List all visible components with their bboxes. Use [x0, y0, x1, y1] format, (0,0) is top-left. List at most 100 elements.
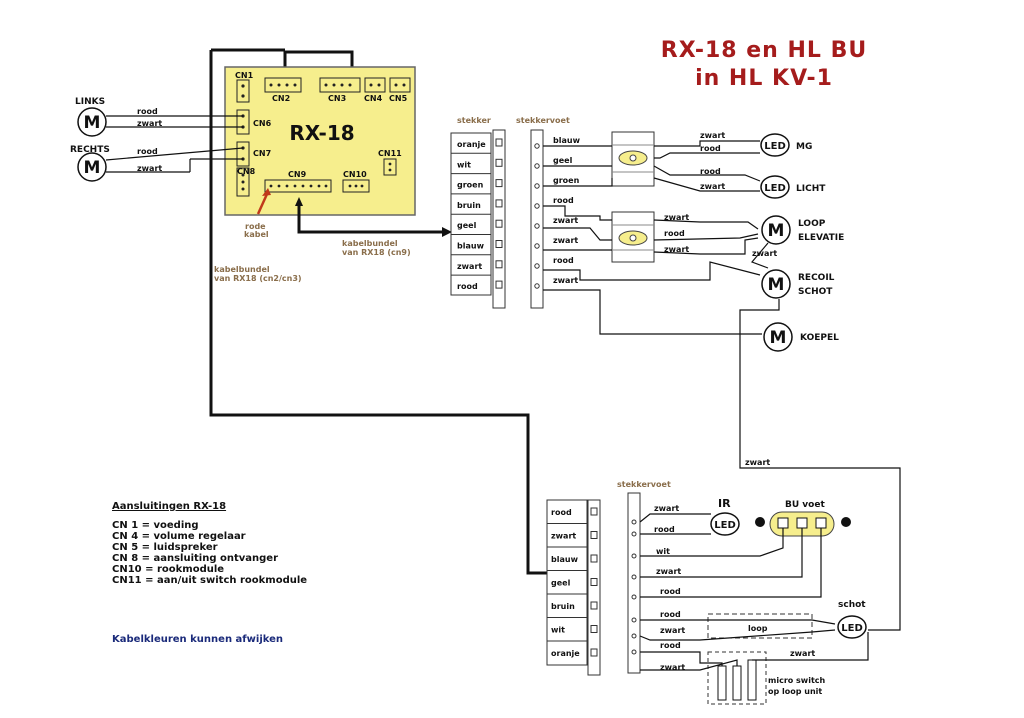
led-mg: LED MG [760, 133, 812, 157]
connector-block-lower [611, 211, 655, 263]
loop-wire-1: zwart [664, 213, 689, 222]
title-line-1: RX-18 en HL BU [661, 38, 867, 63]
bottom-wire-2: zwart [656, 567, 681, 576]
led-ir-text: LED [714, 520, 736, 531]
legend-note: Kabelkleuren kunnen afwijken [112, 634, 283, 645]
licht-wire-1: rood [700, 167, 721, 176]
top-voet-wire: zwart [553, 236, 578, 245]
micro-switch: micro switch op loop unit [640, 632, 869, 705]
led-licht-text: LED [764, 183, 786, 194]
micro-switch-label-1: micro switch [768, 676, 826, 685]
top-stekker-title: stekker [457, 116, 491, 125]
legend-item-6: CN11 = aan/uit switch rookmodule [112, 575, 307, 586]
led-licht-label: LICHT [796, 184, 826, 194]
top-stekker-pin [495, 219, 503, 228]
top-stekker-pin [495, 240, 503, 248]
thick-cable-cn9: kabelbundel van RX18 (cn9) [295, 197, 452, 257]
top-voet-pin [534, 223, 540, 229]
cn6-label: CN6 [253, 119, 272, 128]
top-right-wire-labels: zwart rood rood zwart zwart rood zwart z… [664, 131, 777, 467]
led-schot-text: LED [841, 623, 863, 634]
top-voet-pin [534, 143, 540, 149]
cn4-label: CN4 [364, 94, 383, 103]
led-ir: IR LED zwart rood [639, 497, 740, 536]
connector-block-upper [611, 131, 655, 187]
top-stekker-pin [495, 158, 503, 167]
loop-wire-2: rood [664, 229, 685, 238]
bottom-stekker-pin [590, 625, 598, 633]
mg-wire-2: rood [700, 144, 721, 153]
led-schot: schot LED [837, 600, 867, 639]
cn5-label: CN5 [389, 94, 408, 103]
bottom-wire-4: rood [660, 610, 681, 619]
cable-cn9-label-1: kabelbundel [342, 239, 398, 248]
top-stekker-pin [495, 138, 503, 147]
mg-wire-1: zwart [700, 131, 725, 140]
motor-rechts: RECHTS M rood zwart [70, 145, 244, 182]
bu-voet: BU voet [640, 500, 851, 598]
top-voet-wire: rood [553, 196, 574, 205]
top-stekker-color: oranje [457, 140, 486, 149]
bottom-stekker-color: blauw [551, 555, 579, 564]
loop-bar-label: loop [748, 624, 768, 633]
top-voet-pin [534, 243, 540, 249]
koepel-ir-wire: zwart [745, 458, 770, 467]
motor-recoil-label-1: RECOIL [798, 273, 835, 283]
top-stekker-pin [495, 260, 503, 269]
motor-loop-m: M [768, 221, 785, 241]
motor-loop: M LOOP ELEVATIE [761, 215, 844, 245]
led-mg-text: LED [764, 141, 786, 152]
bottom-stekker-pin [590, 531, 598, 539]
cn8-label: CN8 [237, 167, 256, 176]
ir-wire-2: rood [654, 525, 675, 534]
legend-item-5: CN10 = rookmodule [112, 564, 224, 575]
legend-item-2: CN 4 = volume regelaar [112, 531, 246, 542]
loop-bar: loop [639, 613, 836, 641]
motor-koepel-m: M [770, 328, 787, 348]
top-stekker-color: zwart [457, 262, 482, 271]
top-voet-wire: zwart [553, 276, 578, 285]
bottom-stekkervoet: stekkervoet [617, 480, 671, 674]
bottom-wire-3: rood [660, 587, 681, 596]
top-right-wires [543, 140, 901, 631]
board-name: RX-18 [289, 121, 354, 145]
bottom-stekker-color: zwart [551, 532, 576, 541]
cn2-label: CN2 [272, 94, 290, 103]
led-mg-label: MG [796, 142, 812, 152]
bu-voet-label: BU voet [785, 500, 825, 510]
legend-title: Aansluitingen RX-18 [112, 501, 226, 512]
bottom-stekker-pin [590, 554, 598, 563]
motor-rechts-label: RECHTS [70, 145, 110, 155]
motor-loop-label-2: ELEVATIE [798, 233, 844, 243]
top-voet-pin [534, 183, 540, 189]
bottom-stekker-color: rood [551, 508, 572, 517]
bottom-wire-5: zwart [660, 626, 685, 635]
bottom-stekker-pin [590, 601, 598, 610]
top-stekker-color: wit [457, 160, 471, 169]
top-stekker-pin [495, 199, 503, 208]
cn1-label: CN1 [235, 71, 254, 80]
red-wire-label-1: rode [245, 222, 266, 231]
micro-switch-label-2: op loop unit [768, 687, 822, 696]
top-voet-wire: zwart [553, 216, 578, 225]
licht-wire-2: zwart [700, 182, 725, 191]
motor-links-wire-1: rood [137, 107, 158, 116]
top-voet-pin [534, 203, 540, 209]
bottom-voet-title: stekkervoet [617, 480, 671, 489]
top-voet-wire: rood [553, 256, 574, 265]
top-voet-wire: blauw [553, 136, 581, 145]
bottom-stekker-color: wit [551, 626, 565, 635]
bottom-wire-7: zwart [660, 663, 685, 672]
top-stekker-color: blauw [457, 242, 485, 251]
cable-cn9-label-2: van RX18 (cn9) [342, 248, 411, 257]
rx18-board: RX-18 CN1 CN2 CN3 CN4 CN5 CN6 CN7 CN8 CN… [224, 66, 416, 216]
red-wire-arrow: rode kabel [244, 188, 271, 239]
bottom-wire-8: zwart [790, 649, 815, 658]
top-voet-pin [534, 163, 540, 169]
cn9-label: CN9 [288, 170, 307, 179]
cn3-label: CN3 [328, 94, 346, 103]
loop-recoil-wire: zwart [752, 249, 777, 258]
legend-item-1: CN 1 = voeding [112, 520, 199, 531]
